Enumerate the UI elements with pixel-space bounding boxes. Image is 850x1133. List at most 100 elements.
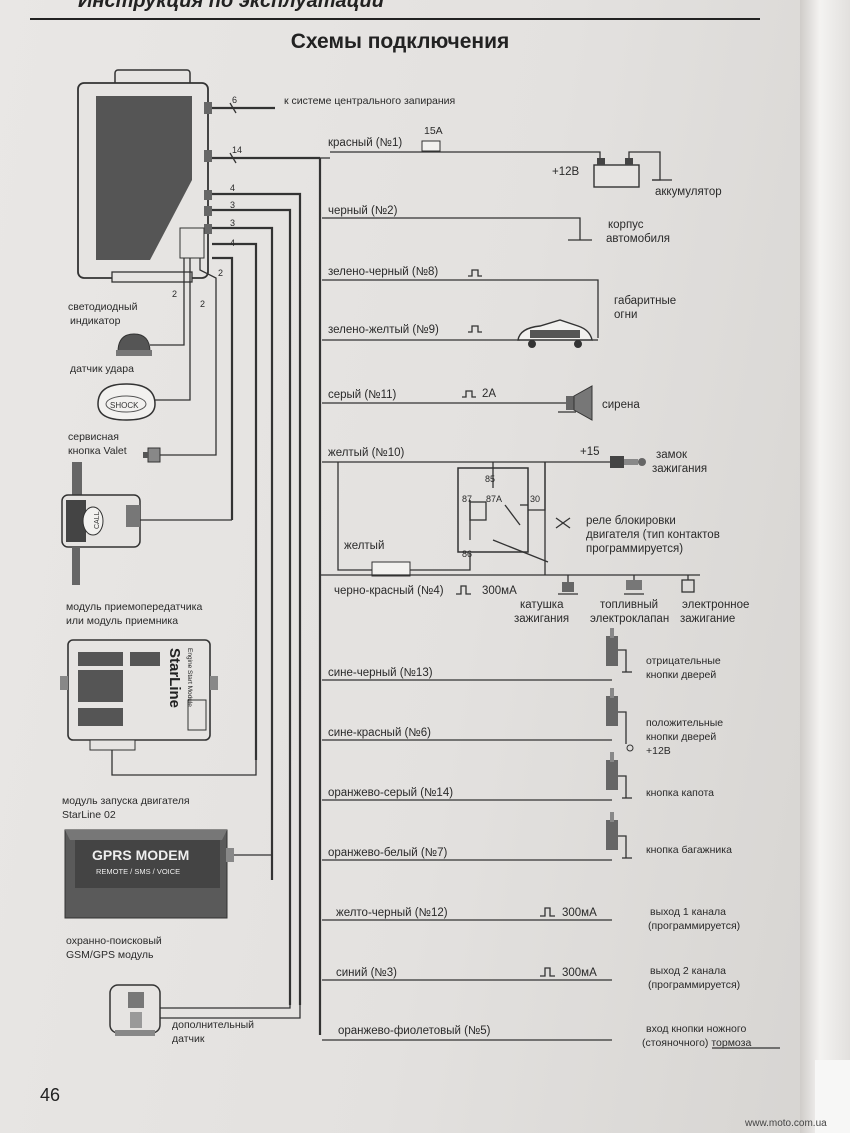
gprs-modem-icon: GPRS MODEM REMOTE / SMS / VOICE	[64, 829, 234, 919]
trunk-switch	[322, 812, 632, 861]
extra-sensor-icon	[109, 984, 161, 1036]
transceiver-module-icon: CALL	[61, 462, 141, 585]
pin-86: 86	[462, 549, 472, 559]
ignition-label-1: замок	[656, 449, 688, 461]
brake-label-2: (стояночного) тормоза	[642, 1037, 751, 1049]
fuse-icon	[421, 140, 441, 152]
coil-label-1: катушка	[520, 599, 564, 611]
plus15-label: +15	[580, 446, 600, 458]
output2-current: 300мА	[562, 967, 597, 979]
gprs-title: GPRS MODEM	[92, 847, 189, 863]
brake-label-1: вход кнопки ножного	[646, 1023, 746, 1035]
count-14: 14	[232, 145, 242, 155]
wire-black-red-label: черно-красный (№4)	[334, 585, 444, 597]
output2-label-1: выход 2 канала	[650, 965, 726, 977]
output1-label-1: выход 1 канала	[650, 906, 726, 918]
relay-yellow-label: желтый	[344, 540, 384, 552]
black-red-current: 300мА	[482, 585, 517, 597]
header-bar: Инструкция по эксплуатации	[30, 0, 760, 20]
starline-module-icon: StarLine Engine Start Module	[60, 639, 218, 751]
wire-blue-red-label: сине-красный (№6)	[328, 727, 431, 739]
wire-grey-label: серый (№11)	[328, 389, 397, 401]
page-corner	[815, 1060, 850, 1133]
page-title: Схемы подключения	[290, 30, 510, 53]
starline-brand: StarLine	[166, 648, 183, 708]
siren-label: сирена	[602, 399, 640, 411]
header-title: Инструкция по эксплуатации	[78, 0, 384, 12]
page-number: 46	[40, 1085, 61, 1105]
pin-85: 85	[485, 474, 495, 484]
neg-doors-label-2: кнопки дверей	[646, 669, 716, 681]
door-switch-pos	[322, 688, 634, 752]
body-label-2: автомобиля	[606, 233, 670, 245]
fuel-label-1: топливный	[600, 599, 658, 611]
electronic-ignition-icon	[681, 575, 695, 593]
car-icon	[517, 319, 593, 348]
hood-label: кнопка капота	[646, 787, 714, 799]
transceiver-label-1: модуль приемопередатчика	[66, 601, 202, 613]
extra-sensor-label-1: дополнительный	[172, 1019, 254, 1031]
shock-sensor-label: датчик удара	[70, 363, 134, 375]
gsm-label-2: GSM/GPS модуль	[66, 949, 154, 961]
fuse-label: 15A	[424, 125, 443, 137]
count-2c: 2	[200, 299, 205, 309]
count-4a: 4	[230, 183, 235, 193]
elec-label-2: зажигание	[680, 613, 735, 625]
coil-icon	[558, 575, 578, 595]
wire-blue-black-label: сине-черный (№13)	[328, 667, 433, 679]
parking-label-2: огни	[614, 309, 637, 321]
ignition-key-icon	[610, 456, 646, 468]
valet-label-2: кнопка Valet	[68, 445, 127, 457]
valet-label-1: сервисная	[68, 431, 119, 443]
body-label-1: корпус	[608, 219, 644, 231]
count-3a: 3	[230, 200, 235, 210]
count-2b: 2	[172, 289, 177, 299]
hood-switch	[322, 752, 632, 801]
call-badge: CALL	[94, 511, 101, 529]
fuel-label-2: электроклапан	[590, 613, 669, 625]
count-2a: 2	[218, 268, 223, 278]
wire-green-yellow-label: зелено-желтый (№9)	[328, 324, 439, 336]
wire-yellow-black-label: желто-черный (№12)	[336, 907, 448, 919]
wire-orange-grey-label: оранжево-серый (№14)	[328, 787, 453, 799]
wire-orange-white-label: оранжево-белый (№7)	[328, 847, 447, 859]
siren-icon	[566, 385, 593, 421]
count-3b: 3	[230, 218, 235, 228]
relay-block	[320, 462, 700, 577]
wire-green-black-label: зелено-черный (№8)	[328, 266, 438, 278]
pos-doors-label-3: +12В	[646, 745, 671, 757]
battery-icon	[593, 158, 640, 188]
ignition-label-2: зажигания	[652, 463, 707, 475]
led-label-2: индикатор	[70, 315, 121, 327]
output2-pulse	[540, 967, 555, 977]
pin-30: 30	[530, 494, 540, 504]
door-switch-neg	[322, 628, 632, 681]
gsm-label-1: охранно-поисковый	[66, 935, 162, 947]
extra-sensor-label-2: датчик	[172, 1033, 205, 1045]
fuel-valve-icon	[624, 575, 644, 595]
next-page-edge	[800, 0, 850, 1133]
pin-87: 87	[462, 494, 472, 504]
gprs-sub: REMOTE / SMS / VOICE	[96, 867, 180, 876]
battery-label: аккумулятор	[655, 186, 722, 198]
output1-pulse	[540, 907, 555, 917]
neg-doors-label-1: отрицательные	[646, 655, 721, 667]
scissors-icon	[555, 517, 571, 529]
relay-desc-1: реле блокировки	[586, 515, 676, 527]
plus12-label: +12В	[552, 166, 580, 178]
transceiver-label-2: или модуль приемника	[66, 615, 178, 627]
count-4b: 4	[230, 238, 235, 248]
central-locking-label: к системе центрального запирания	[284, 95, 455, 107]
count-6: 6	[232, 95, 237, 105]
output1-current: 300мА	[562, 907, 597, 919]
trunk-label: кнопка багажника	[646, 844, 732, 856]
pos-doors-label-2: кнопки дверей	[646, 731, 716, 743]
wire-black-label: черный (№2)	[328, 205, 398, 217]
pin-87a: 87A	[486, 494, 502, 504]
output2-label-2: (программируется)	[648, 979, 740, 991]
watermark: www.moto.com.ua	[745, 1118, 827, 1129]
shock-text: SHOCK	[110, 401, 139, 410]
connector-wires	[150, 102, 320, 1005]
starline-label-1: модуль запуска двигателя	[62, 795, 190, 807]
